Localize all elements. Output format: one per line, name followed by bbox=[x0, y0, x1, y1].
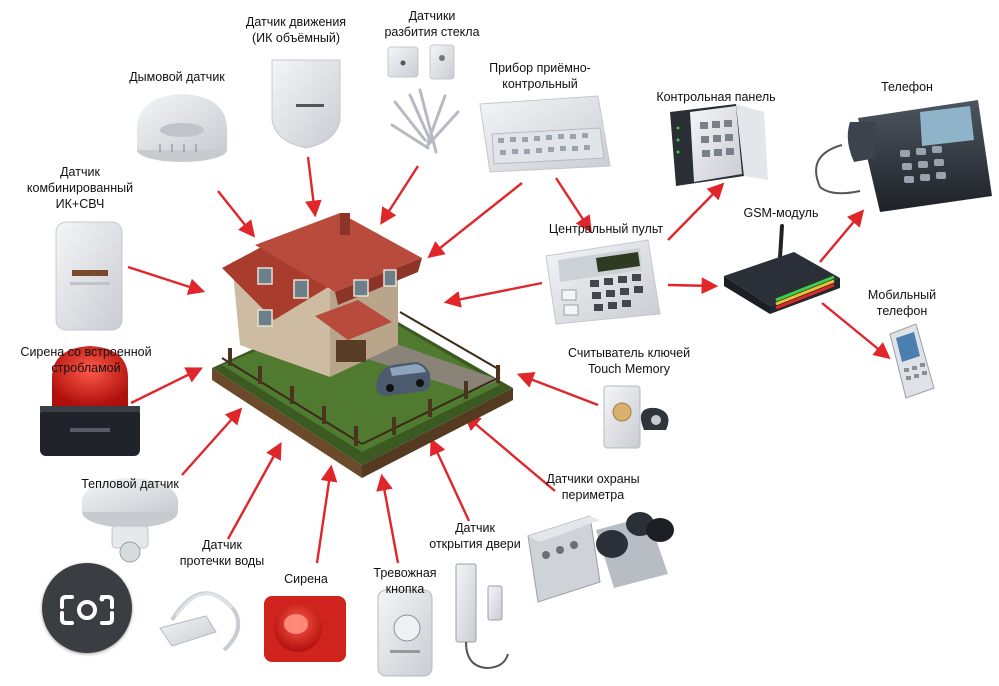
camera-lens-search-icon bbox=[60, 595, 114, 625]
panic-button-image bbox=[377, 589, 433, 677]
label-control-panel: Контрольная панель bbox=[656, 90, 775, 104]
water-leak-sensor-image bbox=[159, 591, 241, 652]
label-telephone: Телефон bbox=[881, 80, 933, 94]
combined-sensor-image bbox=[55, 221, 123, 331]
label-gsm-module: GSM-модуль bbox=[744, 206, 819, 220]
mobile-phone-image bbox=[889, 323, 935, 399]
label-siren: Сирена bbox=[284, 572, 328, 586]
house-illustration bbox=[212, 213, 513, 478]
label-receiver-control: Прибор приёмно-контрольный bbox=[489, 61, 591, 91]
perimeter-sensors-image bbox=[527, 512, 674, 603]
central-console-image bbox=[545, 239, 661, 325]
strobe-siren-image bbox=[40, 346, 140, 456]
smoke-detector-image bbox=[137, 94, 227, 162]
siren-image bbox=[264, 596, 346, 662]
motion-sensor-image bbox=[271, 59, 341, 149]
heat-detector-image bbox=[82, 478, 178, 563]
label-motion-sensor: Датчик движения(ИК объёмный) bbox=[246, 15, 346, 45]
gsm-module-image bbox=[724, 224, 840, 314]
receiver-control-device-image bbox=[479, 95, 611, 173]
glass-break-sensors-image bbox=[387, 44, 460, 154]
telephone-image bbox=[815, 100, 992, 212]
control-panel-image bbox=[670, 104, 768, 186]
label-heat-detector: Тепловой датчик bbox=[81, 477, 179, 491]
label-smoke-detector: Дымовой датчик bbox=[129, 70, 225, 84]
touch-memory-reader-image bbox=[603, 385, 669, 449]
arrows bbox=[127, 156, 891, 564]
label-central-console: Центральный пульт bbox=[549, 222, 663, 236]
door-sensor-image bbox=[455, 563, 509, 670]
lens-search-button[interactable] bbox=[42, 563, 132, 653]
